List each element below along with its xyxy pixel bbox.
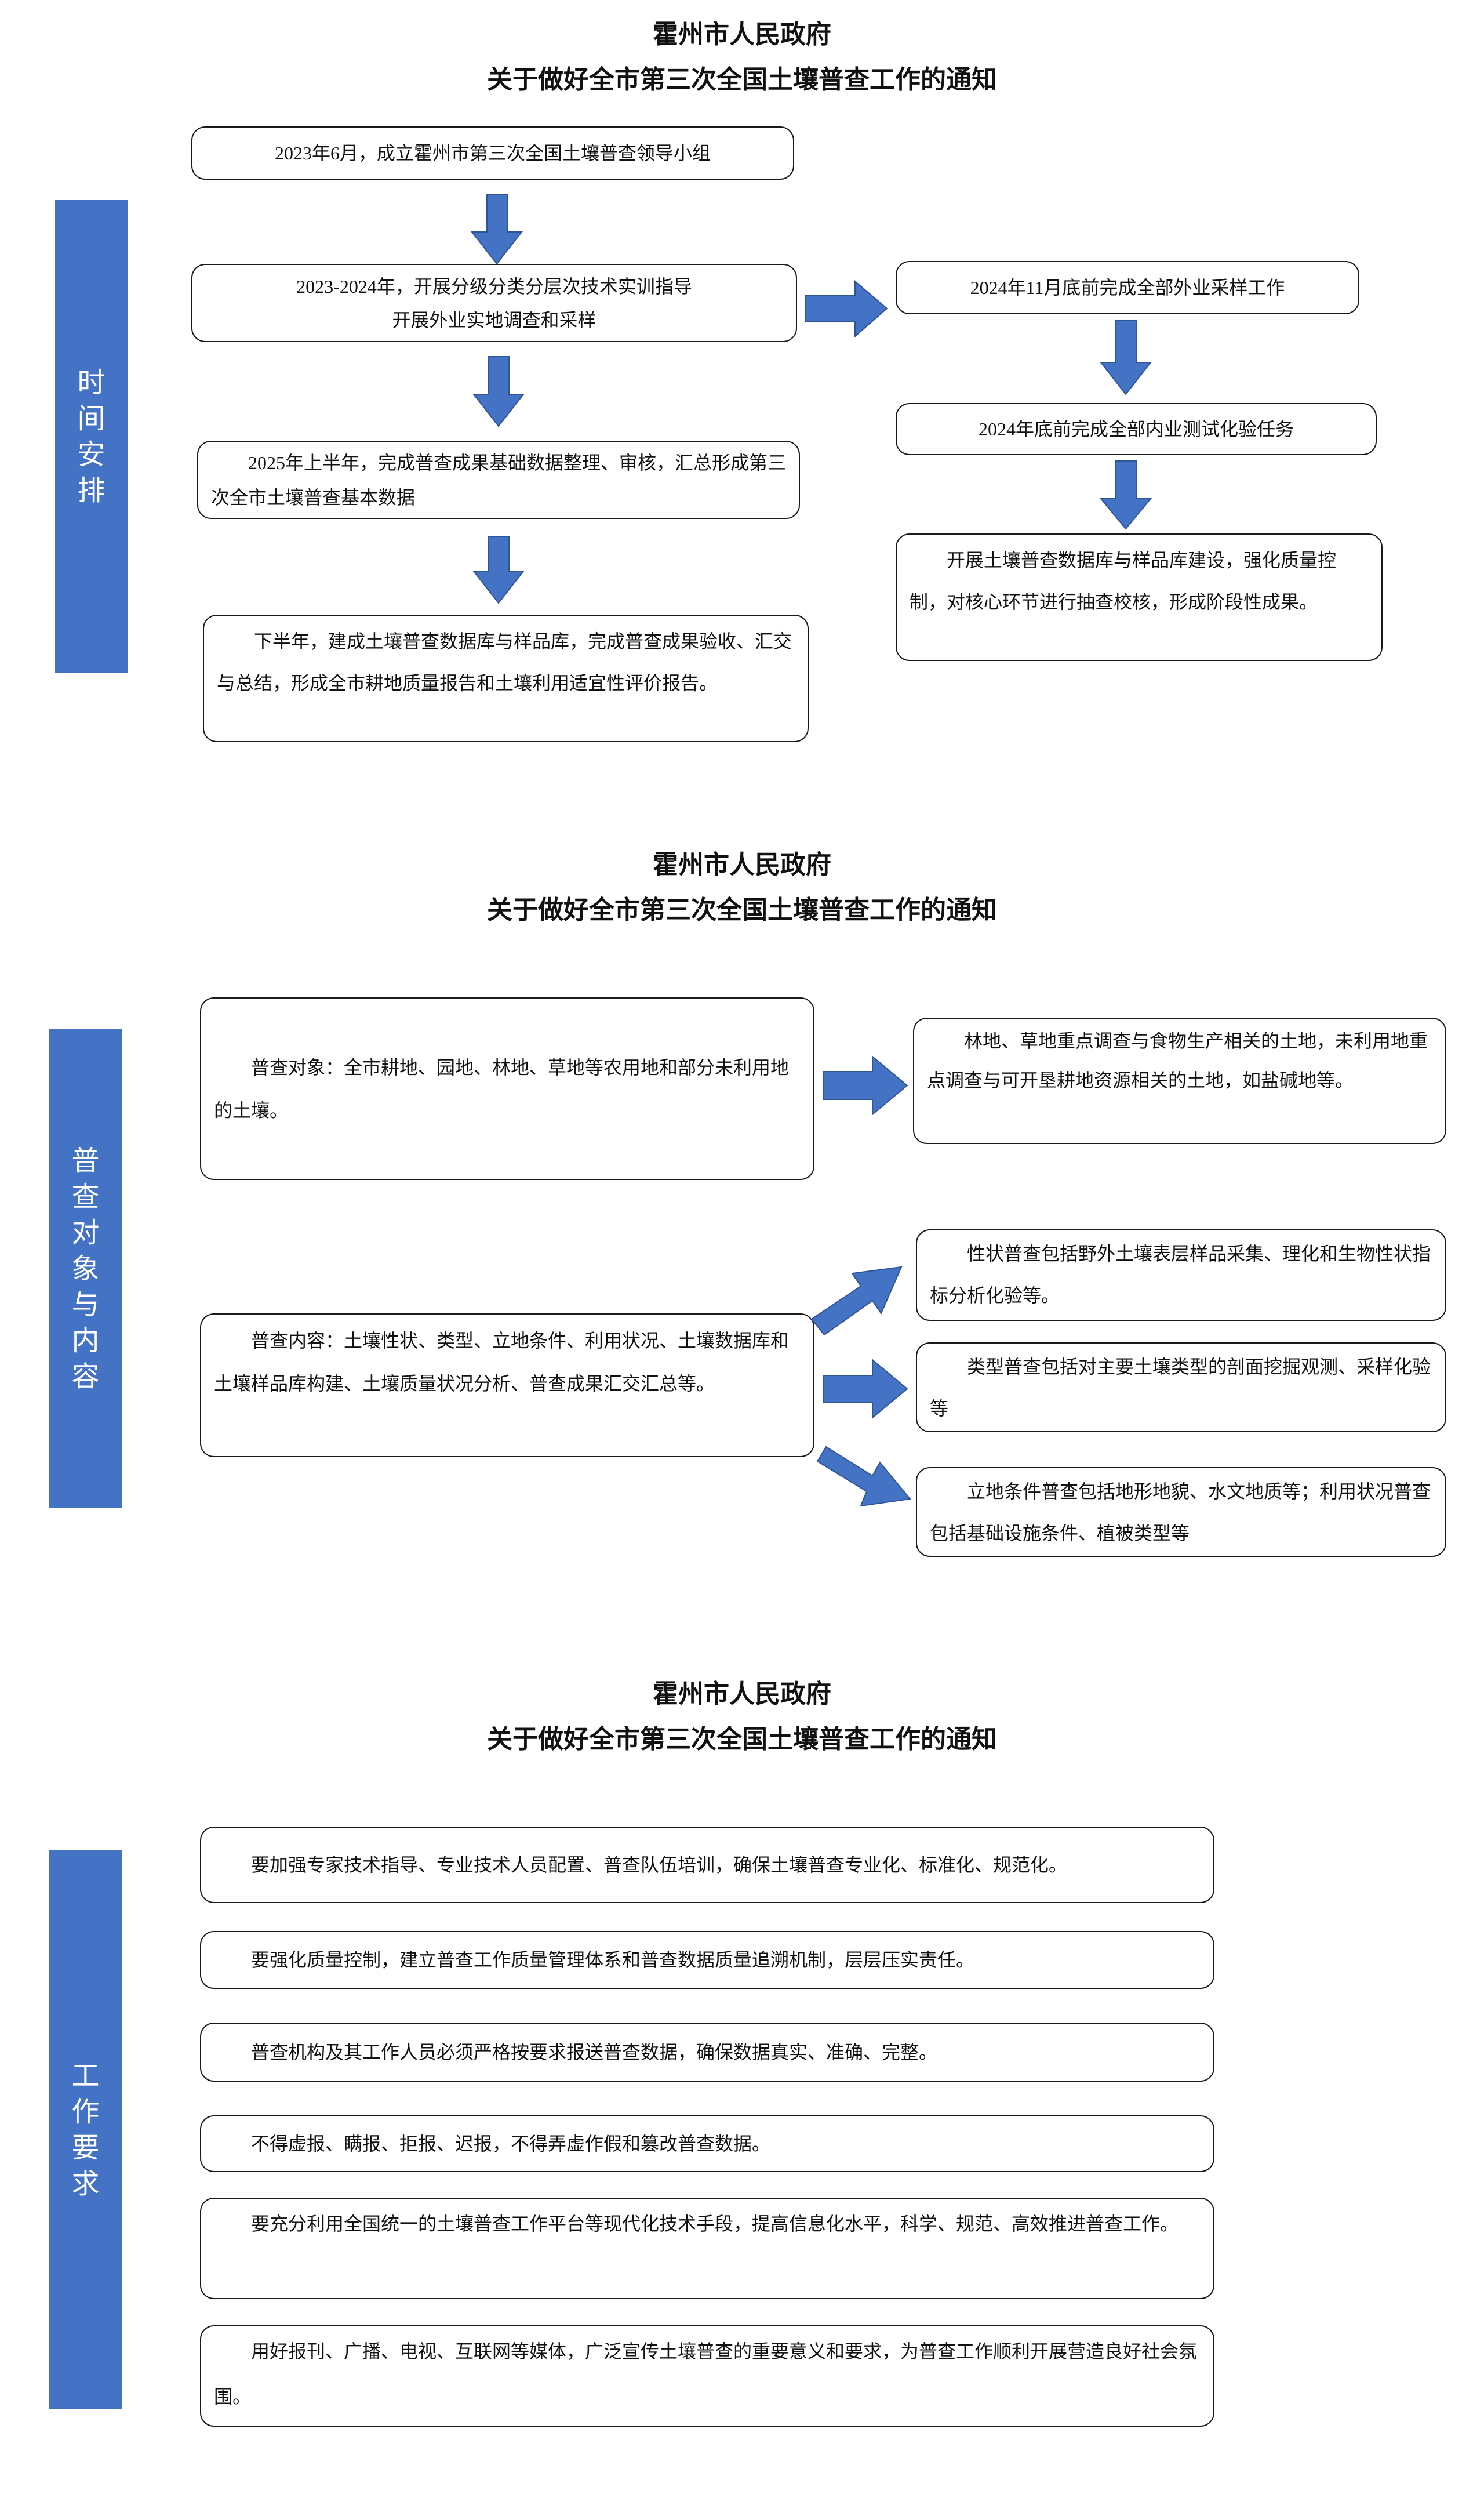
requirement-box-4-text: 不得虚报、瞒报、拒报、迟报，不得弄虚作假和篡改普查数据。	[251, 2133, 771, 2154]
requirement-box-5-text: 要充分利用全国统一的土壤普查工作平台等现代化技术手段，提高信息化水平，科学、规范…	[251, 2213, 1179, 2234]
side-label-schedule: 时间安排	[55, 200, 128, 673]
arrow-right-1	[805, 279, 888, 338]
side-label-work-requirements: 工作要求	[49, 1850, 122, 2409]
objects-box-survey-objects: 普查对象：全市耕地、园地、林地、草地等农用地和部分未利用地的土壤。	[200, 997, 814, 1180]
requirement-box-4: 不得虚报、瞒报、拒报、迟报，不得弄虚作假和篡改普查数据。	[200, 2115, 1214, 2172]
content-box-site-conditions-text: 立地条件普查包括地形地貌、水文地质等；利用状况普查包括基础设施条件、植被类型等	[930, 1481, 1431, 1544]
schedule-box-lab-testing: 2024年底前完成全部内业测试化验任务	[896, 403, 1377, 455]
arrow-down-5	[1099, 460, 1152, 530]
schedule-box-training: 2023-2024年，开展分级分类分层次技术实训指导 开展外业实地调查和采样	[191, 264, 797, 342]
objects-box-forest-grass-text: 林地、草地重点调查与食物生产相关的土地，未利用地重点调查与可开垦耕地资源相关的土…	[927, 1030, 1428, 1091]
content-box-properties-text: 性状普查包括野外土壤表层样品采集、理化和生物性状指标分析化验等。	[930, 1243, 1431, 1306]
content-box-survey-content-text: 普查内容：土壤性状、类型、立地条件、利用状况、土壤数据库和土壤样品库构建、土壤质…	[214, 1330, 790, 1394]
arrow-right-3	[823, 1358, 908, 1420]
schedule-box-training-line1: 2023-2024年，开展分级分类分层次技术实训指导	[296, 275, 692, 297]
requirement-box-1-text: 要加强专家技术指导、专业技术人员配置、普查队伍培训，确保土壤普查专业化、标准化、…	[251, 1854, 1068, 1875]
schedule-box-training-line2: 开展外业实地调查和采样	[392, 309, 596, 331]
section3-title-line1: 霍州市人民政府	[653, 1679, 831, 1709]
schedule-box-field-sampling: 2024年11月底前完成全部外业采样工作	[896, 261, 1359, 314]
side-label-objects-content: 普查对象与内容	[49, 1029, 122, 1508]
arrow-up-right	[810, 1266, 903, 1336]
section1-title-line1: 霍州市人民政府	[653, 20, 831, 49]
section3-title-line2: 关于做好全市第三次全国土壤普查工作的通知	[487, 1725, 997, 1754]
requirement-box-6: 用好报刊、广播、电视、互联网等媒体，广泛宣传土壤普查的重要意义和要求，为普查工作…	[200, 2325, 1214, 2427]
objects-box-survey-objects-text: 普查对象：全市耕地、园地、林地、草地等农用地和部分未利用地的土壤。	[214, 1057, 790, 1121]
content-box-survey-content: 普查内容：土壤性状、类型、立地条件、利用状况、土壤数据库和土壤样品库构建、土壤质…	[200, 1313, 814, 1457]
section2-title-line2: 关于做好全市第三次全国土壤普查工作的通知	[487, 895, 997, 925]
requirement-box-2: 要强化质量控制，建立普查工作质量管理体系和普查数据质量追溯机制，层层压实责任。	[200, 1931, 1214, 1989]
section1-title-line2: 关于做好全市第三次全国土壤普查工作的通知	[487, 65, 997, 95]
requirement-box-3-text: 普查机构及其工作人员必须严格按要求报送普查数据，确保数据真实、准确、完整。	[251, 2042, 938, 2063]
requirement-box-3: 普查机构及其工作人员必须严格按要求报送普查数据，确保数据真实、准确、完整。	[200, 2023, 1214, 2082]
section2-title-line1: 霍州市人民政府	[653, 850, 831, 880]
schedule-box-leading-group-text: 2023年6月，成立霍州市第三次全国土壤普查领导小组	[274, 143, 711, 164]
schedule-box-field-sampling-text: 2024年11月底前完成全部外业采样工作	[970, 277, 1285, 298]
schedule-box-2025-first-half-text: 2025年上半年，完成普查成果基础数据整理、审核，汇总形成第三次全市土壤普查基本…	[211, 452, 787, 508]
requirement-box-6-text: 用好报刊、广播、电视、互联网等媒体，广泛宣传土壤普查的重要意义和要求，为普查工作…	[214, 2341, 1198, 2407]
schedule-box-2025-first-half: 2025年上半年，完成普查成果基础数据整理、审核，汇总形成第三次全市土壤普查基本…	[197, 441, 800, 519]
schedule-box-database-building: 开展土壤普查数据库与样品库建设，强化质量控制，对核心环节进行抽查校核，形成阶段性…	[896, 533, 1383, 661]
arrow-right-2	[823, 1055, 908, 1116]
content-box-types-text: 类型普查包括对主要土壤类型的剖面挖掘观测、采样化验等	[930, 1356, 1431, 1419]
arrow-down-3	[472, 536, 525, 604]
content-box-site-conditions: 立地条件普查包括地形地貌、水文地质等；利用状况普查包括基础设施条件、植被类型等	[916, 1467, 1446, 1557]
schedule-box-leading-group: 2023年6月，成立霍州市第三次全国土壤普查领导小组	[191, 126, 794, 180]
schedule-box-database-building-text: 开展土壤普查数据库与样品库建设，强化质量控制，对核心环节进行抽查校核，形成阶段性…	[910, 550, 1337, 612]
schedule-box-second-half: 下半年，建成土壤普查数据库与样品库，完成普查成果验收、汇交与总结，形成全市耕地质…	[203, 615, 809, 742]
schedule-box-second-half-text: 下半年，建成土壤普查数据库与样品库，完成普查成果验收、汇交与总结，形成全市耕地质…	[217, 631, 792, 694]
requirement-box-1: 要加强专家技术指导、专业技术人员配置、普查队伍培训，确保土壤普查专业化、标准化、…	[200, 1827, 1214, 1903]
arrow-down-1	[470, 194, 523, 265]
requirement-box-2-text: 要强化质量控制，建立普查工作质量管理体系和普查数据质量追溯机制，层层压实责任。	[251, 1949, 975, 1970]
content-box-types: 类型普查包括对主要土壤类型的剖面挖掘观测、采样化验等	[916, 1342, 1446, 1432]
requirement-box-5: 要充分利用全国统一的土壤普查工作平台等现代化技术手段，提高信息化水平，科学、规范…	[200, 2198, 1214, 2299]
arrow-down-4	[1099, 320, 1152, 395]
arrow-down-2	[472, 356, 525, 427]
objects-box-forest-grass: 林地、草地重点调查与食物生产相关的土地，未利用地重点调查与可开垦耕地资源相关的土…	[913, 1018, 1446, 1144]
arrow-down-right	[816, 1446, 911, 1507]
content-box-properties: 性状普查包括野外土壤表层样品采集、理化和生物性状指标分析化验等。	[916, 1229, 1446, 1321]
schedule-box-lab-testing-text: 2024年底前完成全部内业测试化验任务	[978, 419, 1294, 440]
